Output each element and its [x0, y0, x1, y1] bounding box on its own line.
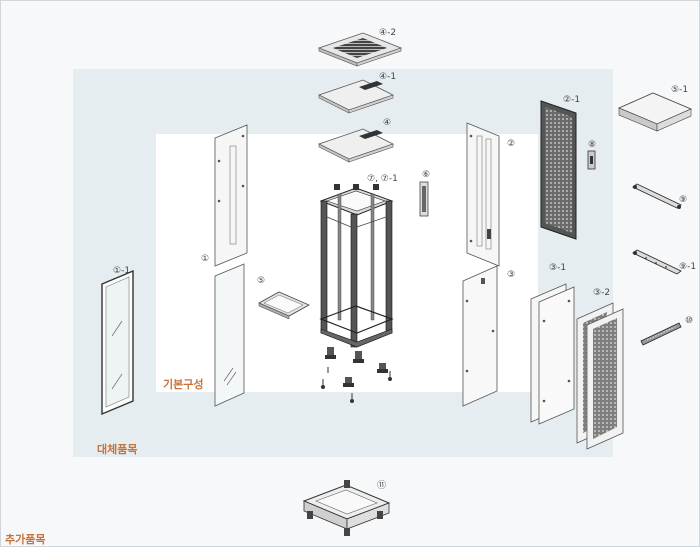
- label-11: ⑪: [377, 480, 386, 491]
- label-2: ②: [507, 139, 515, 149]
- label-9-1: ⑨-1: [679, 262, 696, 272]
- glass-door-1: ①: [201, 254, 245, 407]
- label-4-1: ④-1: [379, 72, 396, 82]
- label-1-1: ①-1: [113, 266, 130, 276]
- shelf-5: ⑤: [257, 276, 310, 320]
- rear-door-2: ②: [466, 122, 515, 267]
- label-3-2: ③-2: [593, 288, 610, 298]
- label-6: ⑥: [422, 170, 430, 180]
- base-11: ⑪: [302, 480, 391, 536]
- bracket-10: ⑩: [640, 316, 693, 346]
- label-4: ④: [383, 118, 391, 128]
- label-5: ⑤: [257, 276, 265, 286]
- glass-door-1-1: ①-1: [101, 266, 134, 416]
- caster-set: [321, 347, 392, 403]
- top-cover-4-1: ④-1: [317, 72, 396, 114]
- side-panel-3: ③: [462, 265, 515, 407]
- shelf-5-1: ⑤-1: [617, 85, 693, 132]
- rack-frame-7: ⑦, ⑦-1: [319, 174, 398, 348]
- alternative-items-label: 대체품목: [97, 443, 138, 456]
- label-9: ⑨: [679, 195, 687, 205]
- label-4-2: ④-2: [379, 28, 396, 38]
- extra-items-label: 추가품목: [5, 533, 46, 546]
- label-5-1: ⑤-1: [671, 85, 688, 95]
- lock-8: ⑧: [587, 140, 596, 170]
- label-7: ⑦, ⑦-1: [367, 174, 398, 184]
- label-2-1: ②-1: [563, 95, 580, 105]
- label-10: ⑩: [685, 316, 693, 326]
- label-8: ⑧: [588, 140, 596, 150]
- side-panel-3-1: ③-1: [530, 263, 575, 425]
- side-panel-3-2: ③-2: [576, 288, 624, 450]
- bar-9: ⑨: [632, 183, 687, 209]
- label-1: ①: [201, 254, 209, 264]
- rear-panel-left: [214, 124, 248, 267]
- mesh-door-2-1: ②-1: [540, 95, 580, 240]
- basic-config-label: 기본구성: [163, 378, 204, 391]
- label-3: ③: [507, 270, 515, 280]
- label-3-1: ③-1: [549, 263, 566, 273]
- handle-6: ⑥: [419, 170, 430, 217]
- top-cover-4: ④: [317, 118, 395, 163]
- bar-9-1: ⑨-1: [632, 249, 696, 275]
- top-cover-4-2: ④-2: [317, 28, 403, 67]
